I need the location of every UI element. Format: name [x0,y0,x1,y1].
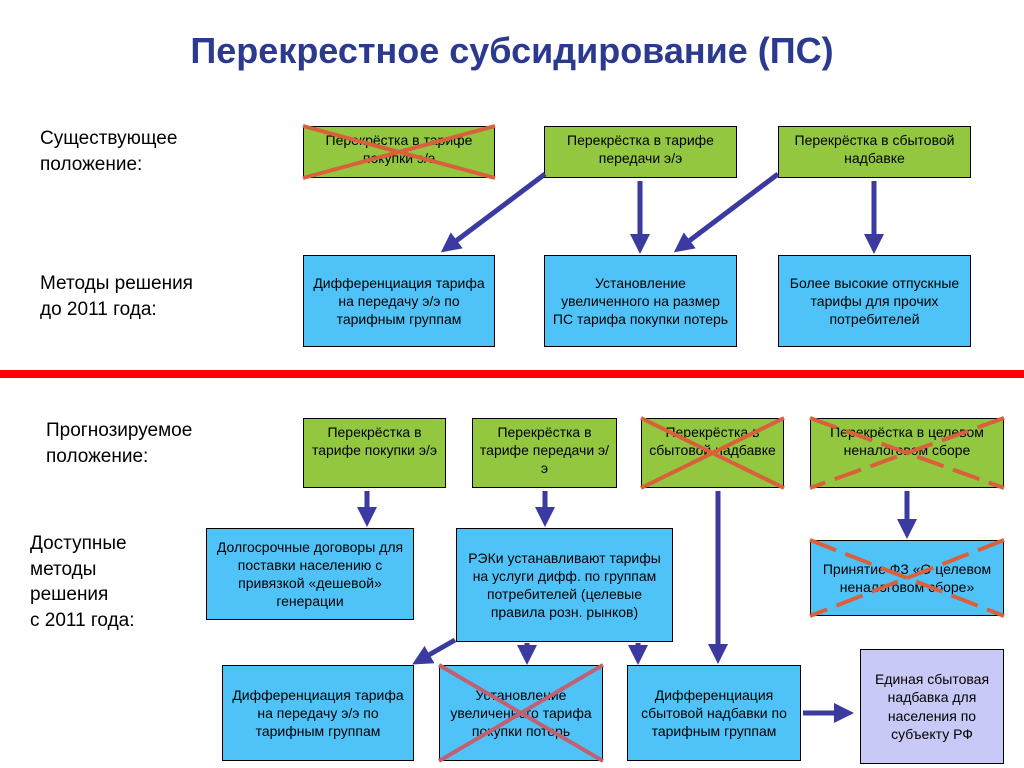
label-methods-before-2011: Методы решения до 2011 года: [40,273,193,320]
page-title: Перекрестное субсидирование (ПС) [190,30,834,71]
bottom-green-box-transmission: Перекрёстка в тарифе передачи э/э [472,418,617,488]
bottom-green-box-purchase: Перекрёстка в тарифе покупки э/э [303,418,446,488]
bottom-blue-box-long-term-contracts: Долгосрочные договоры для поставки насел… [206,528,414,620]
cross-bottom-federal-law [809,538,1005,618]
top-blue-box-differentiation: Дифференциация тарифа на передачу э/э по… [303,255,495,347]
arrow-top-transmission-to-differentiation [440,172,547,253]
top-green-box-sales-markup: Перекрёстка в сбытовой надбавке [778,126,971,178]
label-forecast: Прогнозируемое положение: [46,420,193,467]
cross-top-purchase [302,124,496,180]
bottom-lavender-box-unified-markup: Единая сбытовая надбавка для населения п… [860,649,1004,764]
cross-bottom-target-levy [809,416,1005,490]
cross-bottom-losses [437,663,605,763]
bottom-blue-box-rek-tariffs: РЭКи устанавливают тарифы на услуги дифф… [456,528,673,642]
bottom-blue-box-sales-differentiation: Дифференциация сбытовой надбавки по тари… [627,665,801,761]
top-blue-box-higher-tariffs: Более высокие отпускные тарифы для прочи… [778,255,971,347]
top-green-box-transmission: Перекрёстка в тарифе передачи э/э [544,126,737,178]
label-methods-after-2011: Доступные методы решения с 2011 года: [30,533,135,631]
arrow-rek-to-transmission-differentiation [412,637,457,665]
label-existing: Существующее положение: [40,128,178,175]
cross-bottom-sales-markup [640,416,785,490]
bottom-blue-box-transmission-differentiation: Дифференциация тарифа на передачу э/э по… [222,665,414,761]
arrow-top-sales-to-losses [673,172,780,253]
section-divider [0,370,1024,378]
top-blue-box-losses-tariff: Установление увеличенного на размер ПС т… [544,255,737,347]
